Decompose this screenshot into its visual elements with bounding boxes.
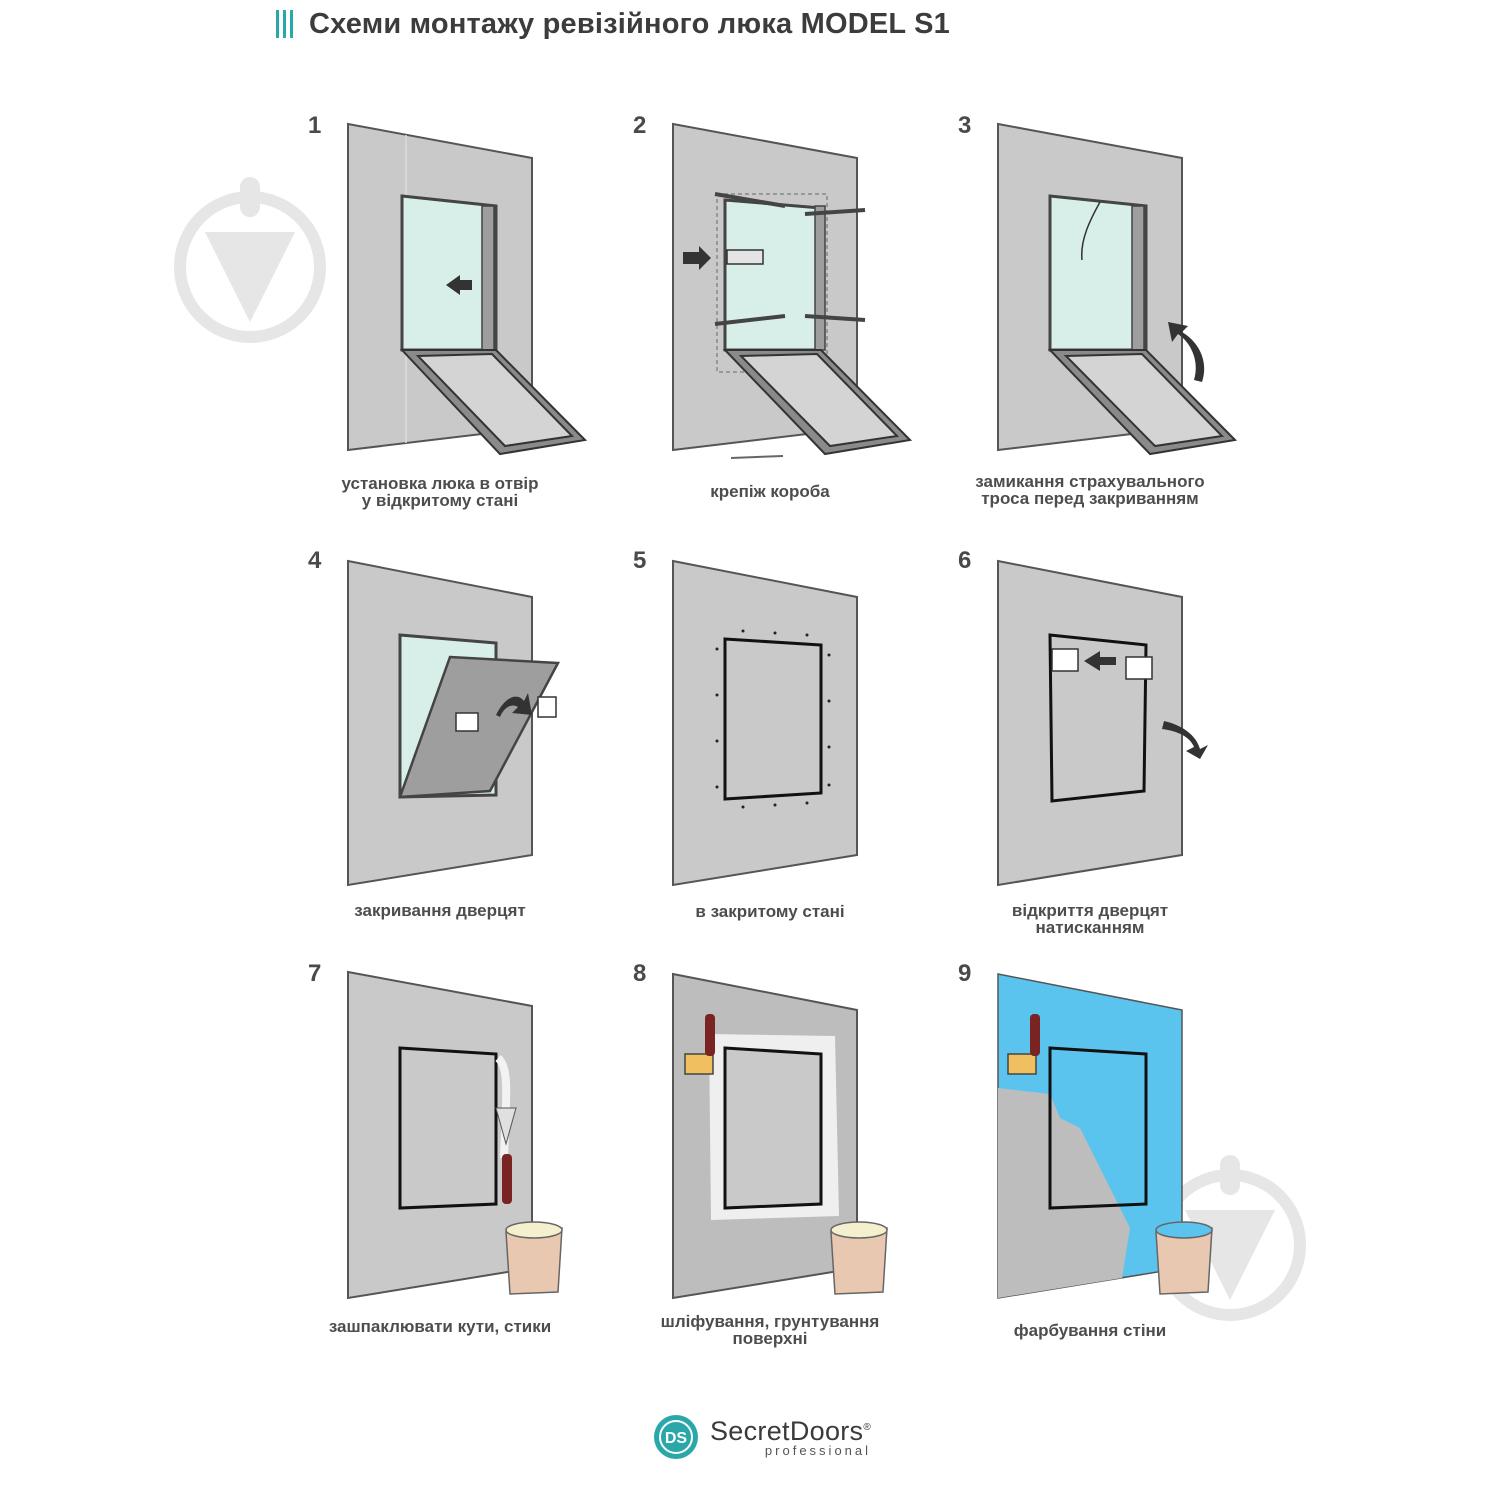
step-number: 8 [633, 960, 647, 987]
step-caption: відкриття дверцят натисканням [1011, 901, 1169, 937]
step-5: 5 в закритому стані [625, 545, 1105, 965]
step-caption: зашпаклювати кути, стики [328, 1317, 552, 1336]
step-number: 2 [633, 112, 647, 139]
step-caption: крепіж короба [710, 482, 830, 501]
brand-logo: DS SecretDoors® professional [652, 1412, 871, 1462]
brand-name: SecretDoors [710, 1416, 864, 1446]
wall-panel-diagram [997, 973, 1213, 1299]
step-number: 1 [308, 112, 322, 139]
step-7: 7 зашпаклювати кути, стики [300, 958, 780, 1378]
wall-panel-diagram [347, 970, 563, 1300]
step-number: 7 [308, 960, 322, 987]
step-6: 6 відкриття дверцят натисканням [950, 545, 1430, 965]
step-caption: замикання страхувального троса перед зак… [975, 472, 1205, 508]
step-8: 8 шліфування, грунтування поверхні [625, 958, 1105, 1378]
step-2: 2 крепіж короба [625, 110, 1105, 530]
step-number: 4 [308, 547, 322, 574]
wall-panel-diagram [672, 972, 888, 1300]
step-number: 3 [958, 112, 972, 139]
wall-panel-diagram [347, 122, 588, 456]
svg-text:DS: DS [665, 1430, 688, 1447]
step-number: 9 [958, 960, 972, 987]
page-title: Схеми монтажу ревізійного люка MODEL S1 [309, 7, 950, 40]
step-number: 5 [633, 547, 647, 574]
wall-panel-diagram [672, 559, 858, 887]
step-4: 4 закривання дверцят [300, 545, 780, 965]
step-caption: шліфування, грунтування поверхні [660, 1312, 880, 1348]
step-caption: фарбування стіни [1013, 1321, 1167, 1340]
wall-panel-diagram [997, 559, 1208, 887]
secretdoors-logo-icon: DS [654, 1415, 698, 1459]
wall-panel-diagram [672, 122, 913, 459]
trowel-watermark-icon [174, 177, 326, 343]
step-caption: установка люка в отвір у відкритому стан… [341, 474, 539, 510]
page-header: Схеми монтажу ревізійного люка MODEL S1 [276, 4, 950, 44]
step-3: 3 замикання страхувального троса перед з… [950, 110, 1430, 530]
wall-panel-diagram [997, 122, 1238, 456]
step-caption: закривання дверцят [354, 901, 526, 920]
registered-mark: ® [863, 1422, 872, 1433]
brand-subtitle: professional [764, 1443, 872, 1458]
step-1: 1 установка люка в отвір у відкритому ст… [300, 110, 780, 530]
accent-bars-icon [276, 10, 293, 38]
step-9: 9 фарбування стіни [950, 958, 1430, 1378]
wall-panel-diagram [347, 559, 561, 887]
step-number: 6 [958, 547, 972, 574]
step-caption: в закритому стані [695, 902, 845, 921]
